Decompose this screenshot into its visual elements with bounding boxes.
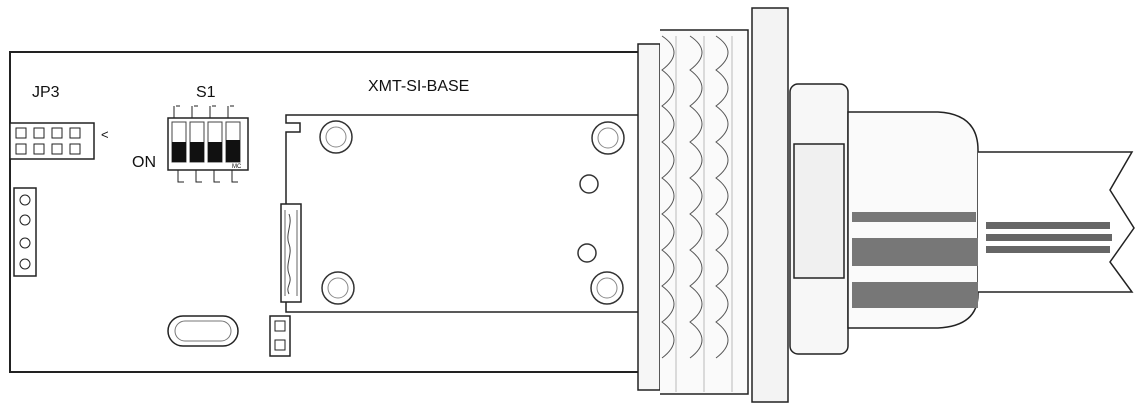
jp3-arrow-marker: < xyxy=(101,127,109,142)
cable-gland xyxy=(847,111,979,329)
mc-marker: MC xyxy=(232,164,242,170)
gland-stripe-1 xyxy=(852,212,976,222)
threaded-fitting xyxy=(637,29,749,395)
crystal-oscillator xyxy=(167,315,239,347)
gland-stripe-3 xyxy=(852,282,978,308)
mount-hole-tl xyxy=(319,120,353,154)
switch-2-actuator xyxy=(190,142,204,162)
board-title: XMT-SI-BASE xyxy=(368,78,469,95)
on-label: ON xyxy=(132,154,156,171)
sensor-module xyxy=(285,114,641,313)
mount-hole-tr xyxy=(591,121,625,155)
switch-4-actuator xyxy=(226,140,240,162)
small-hole-upper xyxy=(579,174,599,194)
s1-dip-switch xyxy=(167,105,249,183)
small-jumper xyxy=(269,315,291,357)
mount-hole-bl xyxy=(321,271,355,305)
mount-hole-br xyxy=(590,271,624,305)
s1-label: S1 xyxy=(196,84,216,101)
mounting-flange xyxy=(751,7,789,403)
hex-nut xyxy=(789,83,849,355)
cable xyxy=(978,151,1135,293)
gland-stripe-2 xyxy=(852,238,978,266)
switch-3-actuator xyxy=(208,142,222,162)
jp3-jumper-block xyxy=(9,122,95,160)
ribbon-connector xyxy=(280,203,302,303)
jp3-label: JP3 xyxy=(32,84,60,101)
left-pin-header xyxy=(13,187,37,277)
switch-1-actuator xyxy=(172,142,186,162)
small-hole-lower xyxy=(577,243,597,263)
